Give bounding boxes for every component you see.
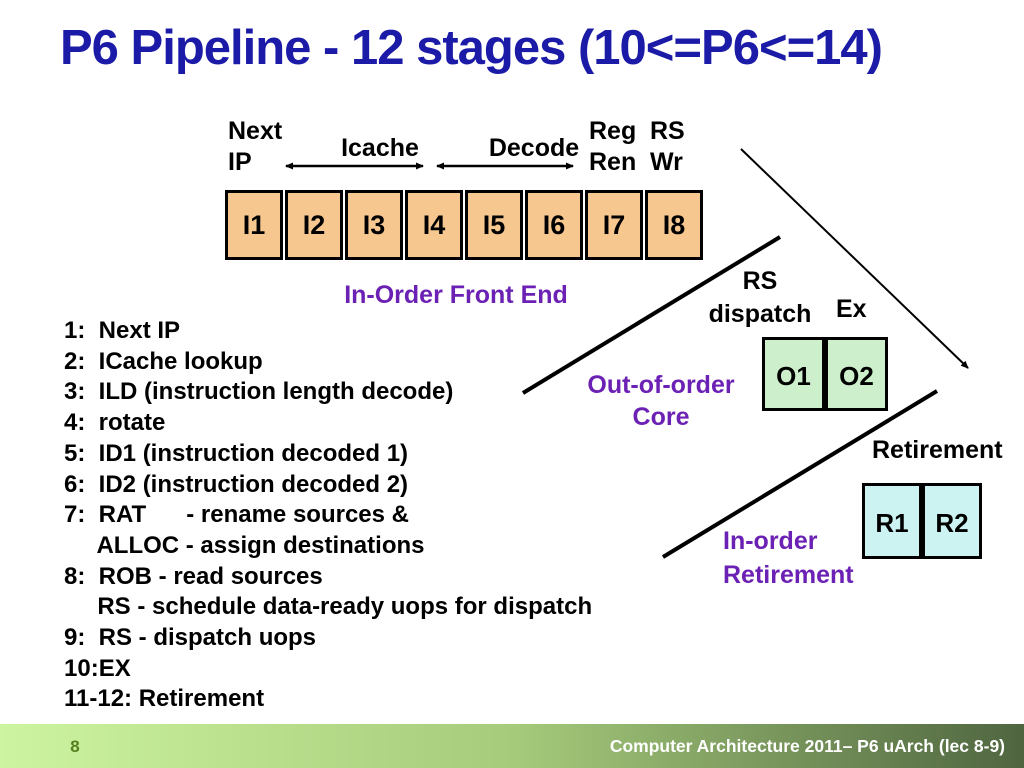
label-reg-ren: Reg Ren xyxy=(589,117,637,176)
caption-out-of-order-core: Out-of-order Core xyxy=(587,371,735,431)
retirement-row: R1 R2 xyxy=(862,483,982,559)
stage-line-7: 7: RAT - rename sources & xyxy=(64,501,409,529)
footer-bar xyxy=(0,724,1024,768)
stage-line-8: 8: ROB - read sources xyxy=(64,562,323,590)
pipeline-cell-i2: I2 xyxy=(285,190,343,260)
retirement-cell-r1: R1 xyxy=(862,483,922,559)
pipeline-cell-i5: I5 xyxy=(465,190,523,260)
stage-line-2: 2: ICache lookup xyxy=(64,347,263,375)
label-retirement: Retirement xyxy=(872,436,1003,464)
caption-in-order-front-end: In-Order Front End xyxy=(344,281,568,309)
pipeline-cell-i7: I7 xyxy=(585,190,643,260)
label-next-ip: Next IP xyxy=(228,117,283,176)
pipeline-flow-arrow xyxy=(740,148,969,369)
ooo-cell-o2: O2 xyxy=(825,337,888,411)
stage-line-3: 3: ILD (instruction length decode) xyxy=(64,378,454,406)
stage-line-8b: RS - schedule data-ready uops for dispat… xyxy=(64,593,593,621)
stage-description-list: 1: Next IP 2: ICache lookup 3: ILD (inst… xyxy=(64,316,592,715)
stage-line-7b: ALLOC - assign destinations xyxy=(64,531,425,559)
retirement-cell-r2: R2 xyxy=(922,483,982,559)
stage-line-1: 1: Next IP xyxy=(64,317,181,344)
slide-title: P6 Pipeline - 12 stages (10<=P6<=14) xyxy=(60,21,883,75)
pipeline-cell-i4: I4 xyxy=(405,190,463,260)
stage-line-9: 9: RS - dispatch uops xyxy=(64,624,317,652)
caption-in-order-retirement: In-order Retirement xyxy=(723,527,854,589)
stage-line-4: 4: rotate xyxy=(64,409,166,437)
label-icache: Icache xyxy=(341,134,419,162)
ooo-cell-o1: O1 xyxy=(762,337,825,411)
label-rs-dispatch: RS dispatch xyxy=(708,267,812,328)
pipeline-cell-i6: I6 xyxy=(525,190,583,260)
footer-course-label: Computer Architecture 2011– P6 uArch (le… xyxy=(609,736,1005,756)
pipeline-stage-row: I1 I2 I3 I4 I5 I6 I7 I8 xyxy=(225,190,703,260)
label-ex: Ex xyxy=(836,295,867,323)
page-number: 8 xyxy=(70,737,80,756)
stage-line-10: 10:EX xyxy=(64,654,131,682)
stage-line-5: 5: ID1 (instruction decoded 1) xyxy=(64,439,409,467)
pipeline-cell-i1: I1 xyxy=(225,190,283,260)
stage-line-6: 6: ID2 (instruction decoded 2) xyxy=(64,470,409,498)
label-rs-wr: RS Wr xyxy=(650,117,685,176)
ooo-core-row: O1 O2 xyxy=(762,337,888,411)
label-decode: Decode xyxy=(488,134,580,162)
pipeline-cell-i3: I3 xyxy=(345,190,403,260)
pipeline-cell-i8: I8 xyxy=(645,190,703,260)
stage-line-11-12: 11-12: Retirement xyxy=(64,685,265,713)
